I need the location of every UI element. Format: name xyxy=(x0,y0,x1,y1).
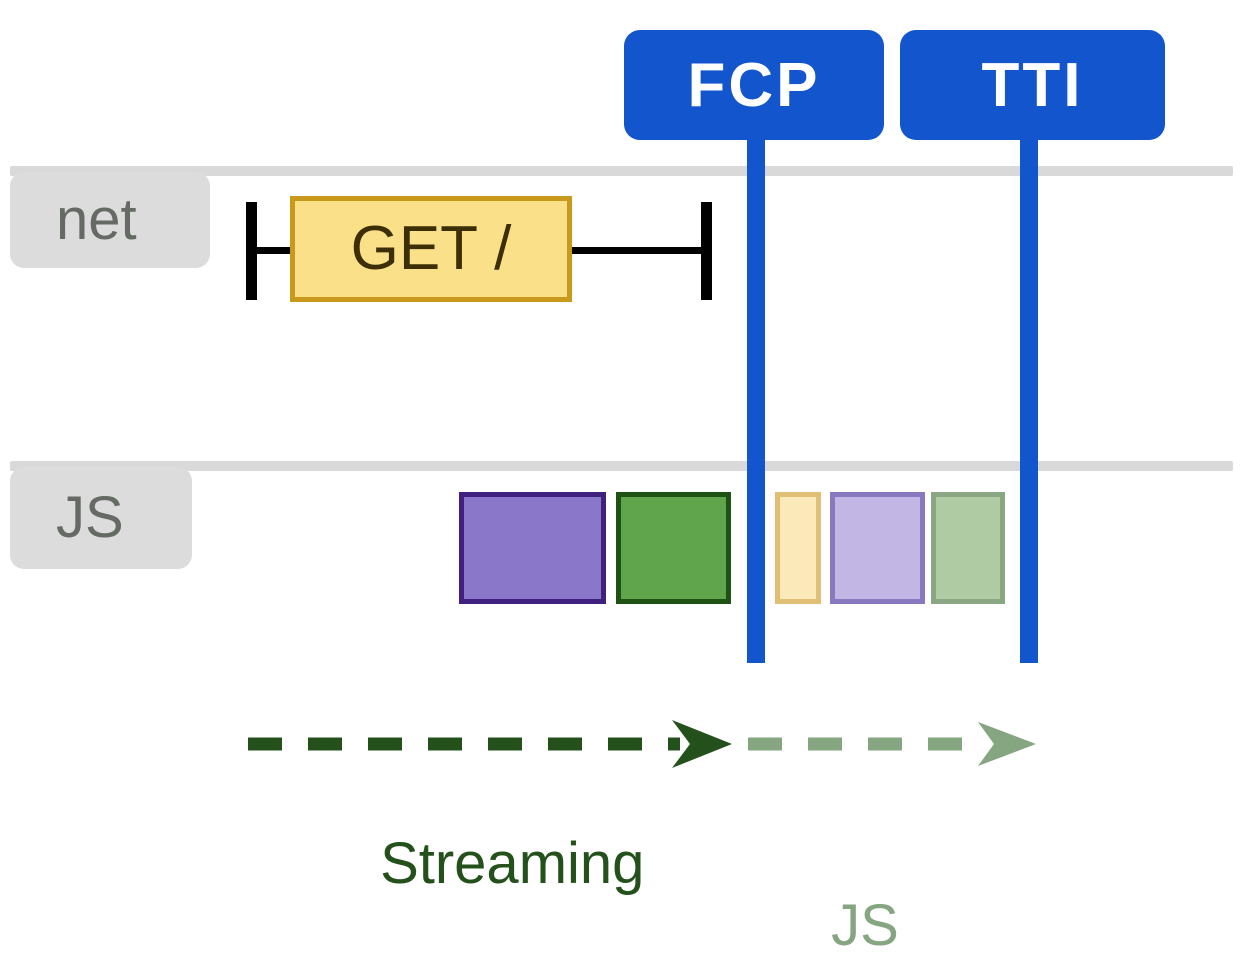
network-request-block[interactable]: GET / xyxy=(290,196,572,302)
js-task-block-4[interactable] xyxy=(830,492,925,604)
js-task-block-2[interactable] xyxy=(616,492,731,604)
tti-marker-line xyxy=(1020,140,1038,663)
js-task-block-1[interactable] xyxy=(459,492,606,604)
lane-label-js-text: JS xyxy=(56,485,124,550)
lane-label-net-text: net xyxy=(56,187,137,252)
lane-label-js: JS xyxy=(10,467,192,569)
fcp-marker-line xyxy=(747,140,765,663)
js-optional-arrow-icon xyxy=(748,722,1036,766)
js-optional-annotation-line1: JS xyxy=(831,893,899,959)
streaming-annotation-text: Streaming xyxy=(380,830,645,896)
net-lane-baseline xyxy=(10,166,1233,176)
fcp-badge-label: FCP xyxy=(687,50,821,120)
streaming-arrow-icon xyxy=(248,720,732,768)
streaming-annotation-label: Streaming xyxy=(260,770,700,958)
js-optional-annotation-label: JS (optional) xyxy=(705,770,1025,960)
tti-badge-label: TTI xyxy=(981,50,1084,120)
network-request-label: GET / xyxy=(350,214,512,283)
js-lane-baseline xyxy=(10,461,1233,471)
fcp-milestone-badge[interactable]: FCP xyxy=(624,30,884,140)
js-task-block-5[interactable] xyxy=(931,492,1005,604)
request-end-tick xyxy=(701,202,712,300)
tti-milestone-badge[interactable]: TTI xyxy=(900,30,1165,140)
lane-label-net: net xyxy=(10,172,210,268)
js-task-block-3[interactable] xyxy=(775,492,821,604)
